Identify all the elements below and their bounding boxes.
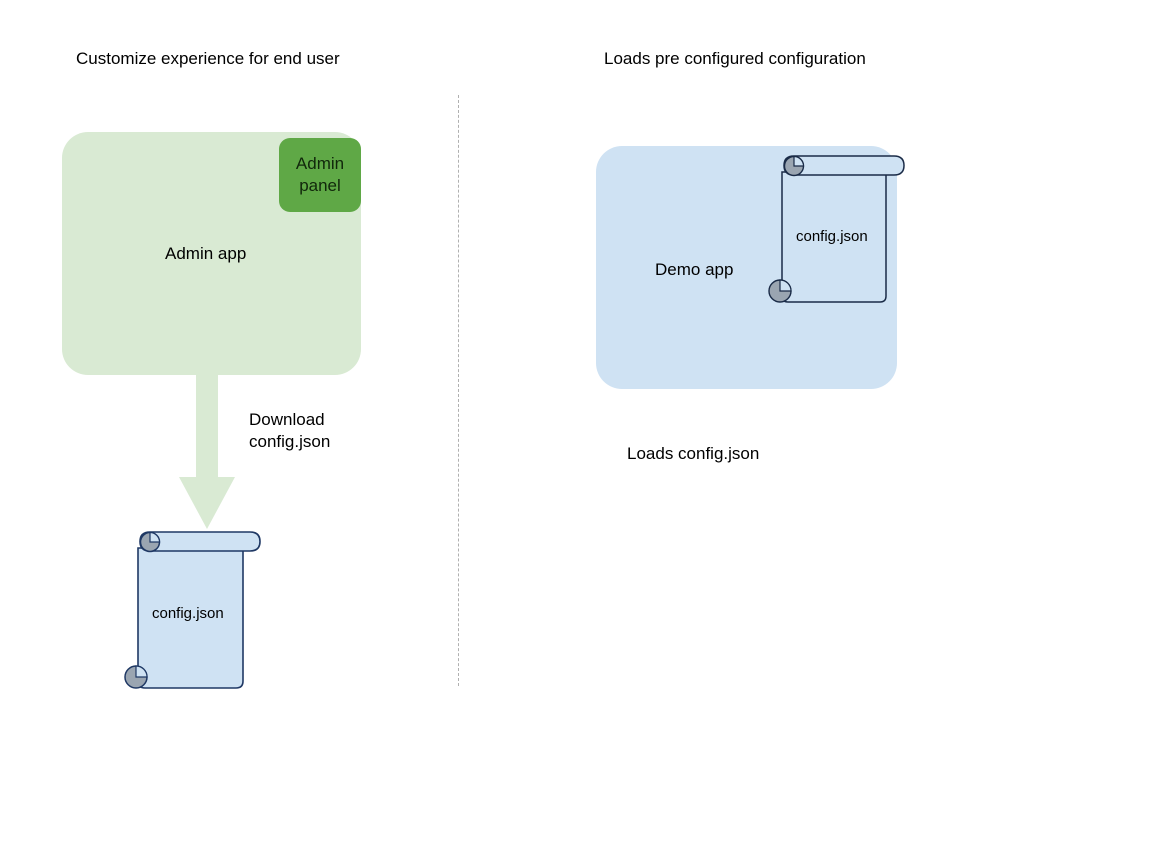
admin-panel-label-line1: Admin xyxy=(295,154,345,173)
download-arrow-label-line1: Download xyxy=(249,410,325,429)
right-section-title: Loads pre configured configuration xyxy=(604,49,866,68)
config-json-label-right: config.json xyxy=(796,228,868,245)
config-json-document-left xyxy=(124,531,261,689)
download-arrow-icon xyxy=(179,372,235,529)
config-json-document-right xyxy=(768,155,905,303)
admin-app-label: Admin app xyxy=(165,244,247,263)
download-arrow-label: Download config.json xyxy=(249,409,330,453)
admin-panel-label-line2: panel xyxy=(299,176,341,195)
demo-app-label: Demo app xyxy=(655,260,734,279)
download-arrow-label-line2: config.json xyxy=(249,432,331,451)
column-divider xyxy=(458,95,459,686)
left-section-title: Customize experience for end user xyxy=(76,49,340,68)
loads-config-caption: Loads config.json xyxy=(627,444,760,463)
admin-panel-label: Admin panel xyxy=(296,153,344,197)
admin-panel-box[interactable]: Admin panel xyxy=(279,138,361,212)
config-json-label-left: config.json xyxy=(152,605,224,622)
